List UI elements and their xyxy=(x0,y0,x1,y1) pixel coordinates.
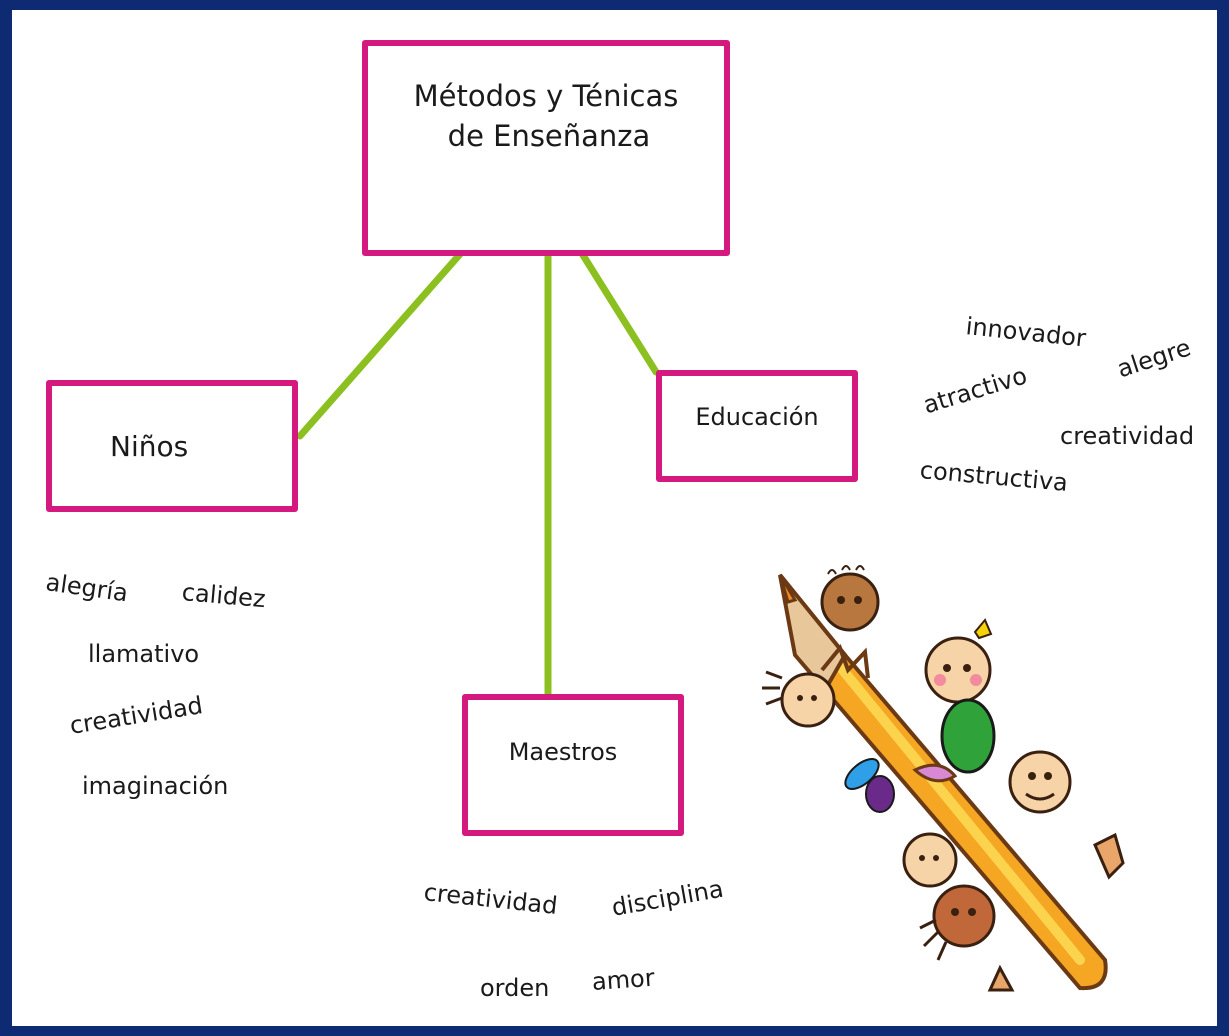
node-educacion: Educación xyxy=(656,370,858,482)
node-ninos: Niños xyxy=(46,380,298,512)
node-maestros: Maestros xyxy=(462,694,684,836)
root-title-line2: de Enseñanza xyxy=(447,119,651,153)
root-title: Métodos y Ténicas de Enseñanza xyxy=(414,76,679,156)
root-node: Métodos y Ténicas de Enseñanza xyxy=(362,40,730,256)
node-maestros-label: Maestros xyxy=(508,738,618,766)
ninos-word: llamativo xyxy=(88,640,200,668)
maestros-word: amor xyxy=(591,963,656,996)
child-face-icon xyxy=(1008,750,1072,814)
child-face-icon xyxy=(924,618,996,774)
root-title-line1: Métodos y Ténicas xyxy=(413,79,679,113)
ninos-word: imaginación xyxy=(82,772,229,800)
pencil-with-children-illustration xyxy=(762,565,1125,992)
child-face-icon xyxy=(919,884,996,961)
connector-root-educacion xyxy=(572,240,660,376)
node-educacion-label: Educación xyxy=(695,403,819,431)
node-ninos-label: Niños xyxy=(110,429,189,463)
connector-root-ninos xyxy=(296,232,480,440)
child-face-icon xyxy=(762,670,836,728)
maestros-word: orden xyxy=(480,974,550,1002)
child-face-icon xyxy=(902,832,958,888)
educacion-word: creatividad xyxy=(1060,422,1195,450)
child-face-icon xyxy=(820,565,880,632)
